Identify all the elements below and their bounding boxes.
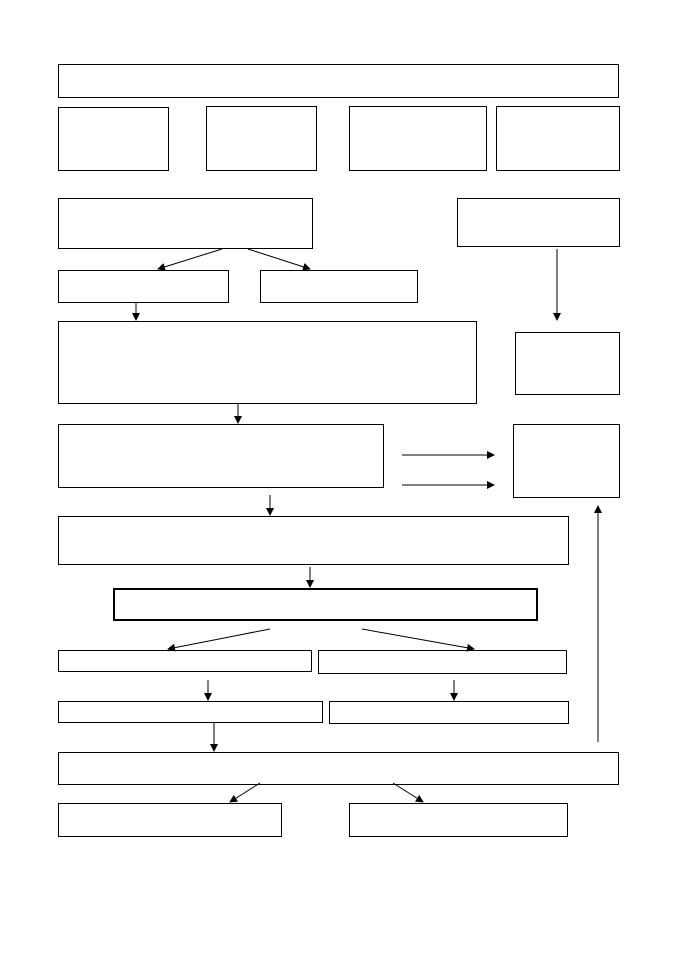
middle-process-box — [58, 424, 384, 488]
top-box-1 — [58, 107, 169, 171]
split-left-box-1 — [58, 650, 312, 672]
arrow-merge-to-end-right — [392, 782, 424, 803]
merge-bar-box — [58, 752, 619, 785]
end-right-box — [349, 803, 568, 837]
branch-right-box — [260, 270, 418, 303]
title-box — [58, 64, 619, 98]
emphasized-step-box — [113, 588, 538, 621]
left-start-box — [58, 198, 313, 249]
arrow-start-to-branch-left — [157, 248, 223, 271]
split-right-box-2 — [329, 701, 569, 724]
arrow-start-to-branch-right — [247, 248, 311, 271]
large-process-box — [58, 321, 477, 404]
top-box-3 — [349, 106, 487, 171]
wide-process-box — [58, 516, 569, 565]
split-right-box-1 — [318, 650, 567, 674]
branch-left-box — [58, 270, 229, 303]
top-box-2 — [206, 106, 317, 171]
split-left-box-2 — [58, 701, 323, 723]
arrow-emphasized-to-left — [167, 628, 271, 652]
side-small-box — [515, 332, 620, 395]
end-left-box — [58, 803, 282, 837]
top-box-4 — [496, 106, 620, 171]
right-start-box — [457, 198, 620, 247]
side-target-box — [513, 424, 620, 498]
arrow-emphasized-to-right — [361, 628, 475, 652]
arrow-merge-to-end-left — [229, 782, 261, 803]
